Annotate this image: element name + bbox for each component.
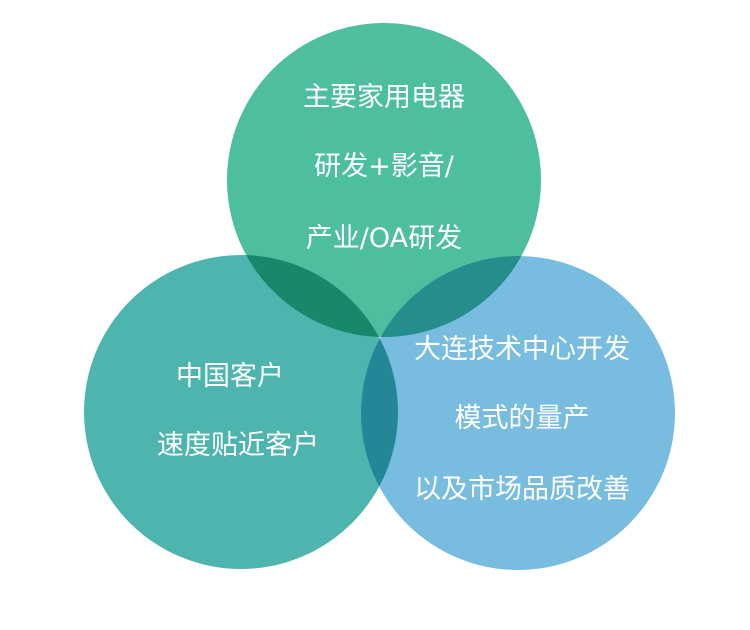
circle-top [227,23,541,337]
left-label-line-2: 速度贴近客户 [157,430,319,461]
right-label-line-2: 模式的量产 [455,403,590,434]
right-label-line-1: 大连技术中心开发 [414,334,630,365]
left-label-line-1: 中国客户 [176,361,284,392]
right-label-line-3: 以及市场品质改善 [414,474,630,505]
top-label-line-1: 主要家用电器 [303,82,465,113]
circle-right [361,256,675,570]
top-label-line-3: 产业/OA研发 [306,223,462,254]
top-label-line-2: 研发+影音/ [314,151,455,182]
circle-left [84,255,398,569]
